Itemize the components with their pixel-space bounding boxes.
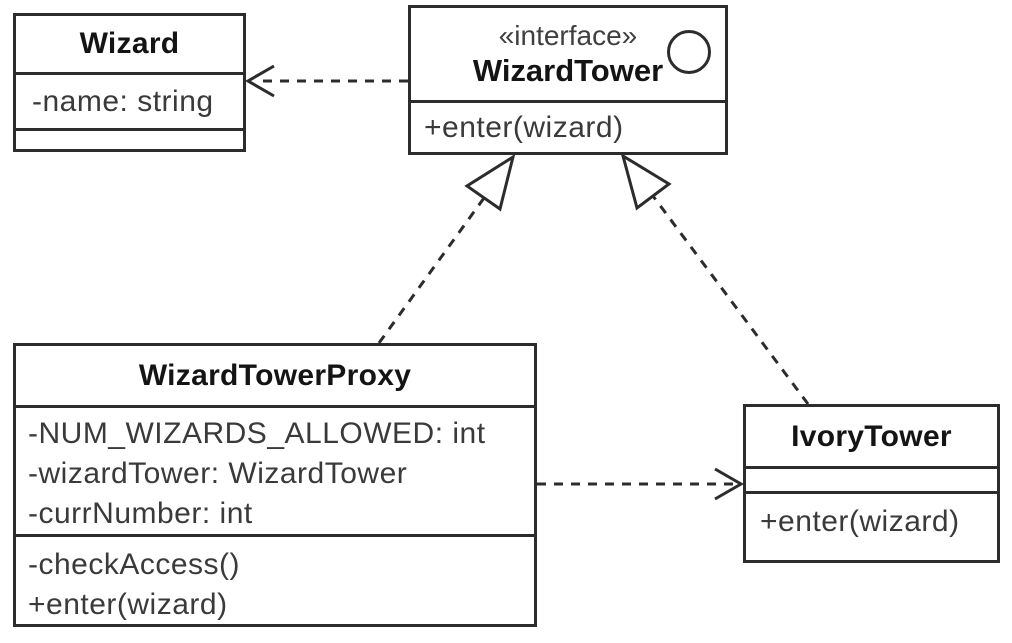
realization-arrow-ivorytower-to-wizardtower [620, 152, 810, 405]
dependency-arrow-proxy-to-ivorytower [537, 467, 745, 501]
methods-compartment: +enter(wizard) [411, 100, 725, 152]
dependency-arrow-wizardtower-to-wizard [244, 64, 408, 98]
method-row: +enter(wizard) [760, 505, 960, 538]
attribute-row: -wizardTower: WizardTower [28, 457, 408, 490]
attributes-compartment: -name: string [16, 72, 243, 128]
attribute-row: -name: string [32, 84, 214, 118]
open-arrowhead-icon [244, 64, 275, 98]
open-arrowhead-icon [714, 467, 745, 501]
hollow-triangle-icon [620, 152, 672, 211]
class-title: IvoryTower [791, 419, 952, 453]
attribute-row: -NUM_WIZARDS_ALLOWED: int [28, 417, 486, 450]
class-title: WizardTowerProxy [138, 358, 412, 392]
class-box-ivorytower: IvoryTower +enter(wizard) [743, 404, 1000, 563]
class-box-wizardtower: «interface» WizardTower +enter(wizard) [408, 5, 728, 155]
class-title: Wizard [79, 27, 180, 60]
stereotype-label: «interface» [498, 19, 638, 51]
interface-circle-icon [667, 30, 711, 74]
class-box-wizard: Wizard -name: string [13, 13, 246, 152]
attributes-compartment: -NUM_WIZARDS_ALLOWED: int -wizardTower: … [16, 405, 534, 534]
class-box-wizardtowerproxy: WizardTowerProxy -NUM_WIZARDS_ALLOWED: i… [13, 343, 537, 627]
class-title: WizardTower [472, 52, 664, 88]
methods-compartment-empty [16, 128, 243, 149]
interface-header: «interface» WizardTower [411, 8, 725, 100]
realization-line [377, 197, 486, 344]
methods-compartment: +enter(wizard) [746, 491, 997, 560]
methods-compartment: -checkAccess() +enter(wizard) [16, 534, 534, 625]
realization-line [651, 195, 810, 405]
attribute-row: -currNumber: int [28, 497, 253, 530]
realization-arrow-proxy-to-wizardtower [377, 153, 516, 344]
method-row: +enter(wizard) [28, 588, 228, 621]
method-row: -checkAccess() [28, 548, 241, 581]
hollow-triangle-icon [464, 153, 516, 212]
method-row: +enter(wizard) [424, 110, 624, 144]
attributes-compartment-empty [746, 466, 997, 491]
